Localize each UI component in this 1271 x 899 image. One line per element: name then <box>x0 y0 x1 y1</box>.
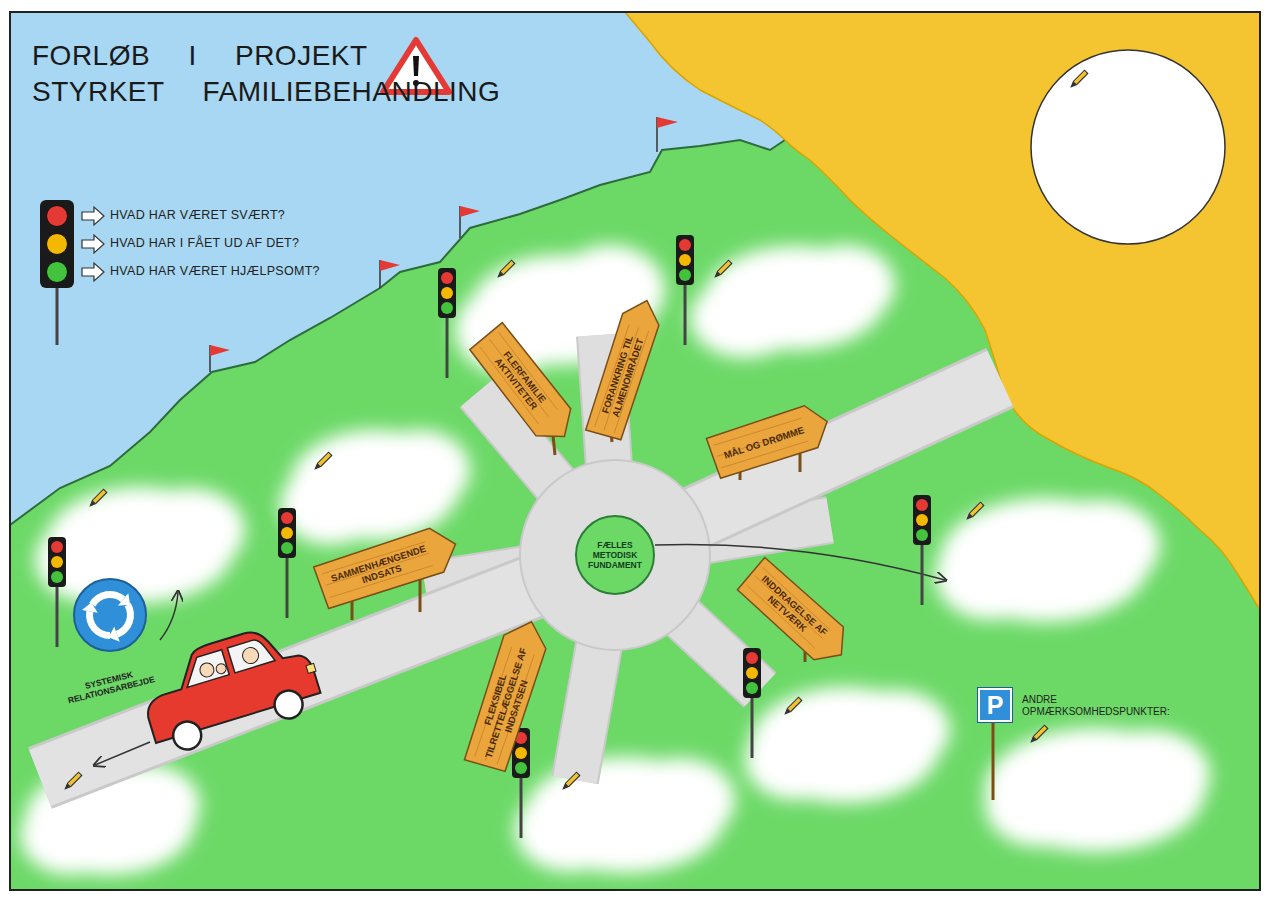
traffic-light <box>743 648 761 758</box>
pencil-icon <box>315 452 332 469</box>
legend-swatch <box>46 233 68 255</box>
pencil-icon <box>90 489 107 506</box>
cloud <box>795 245 895 325</box>
legend-arrow <box>82 235 104 253</box>
car <box>198 661 215 678</box>
car <box>306 663 316 673</box>
summit-flag <box>380 260 400 271</box>
background <box>10 12 1260 890</box>
cloud <box>135 488 245 572</box>
traffic-light <box>48 235 931 838</box>
cloud <box>515 788 625 872</box>
sign-board <box>706 401 834 480</box>
sign-post <box>799 452 802 472</box>
roundabout-center: FÆLLES METODISK FUNDAMENT <box>575 515 655 595</box>
car <box>271 687 306 722</box>
cloud <box>1040 500 1160 590</box>
cloud <box>985 763 1095 847</box>
direction-arrow <box>95 742 150 765</box>
traffic-light <box>676 235 694 345</box>
road <box>520 460 710 650</box>
note-text: ANDRE OPMÆRKSOMHEDSPUNKTER: <box>1022 694 1192 718</box>
cloud <box>745 720 845 800</box>
pencil-icon <box>498 260 515 277</box>
roundabout-symbol <box>72 577 148 653</box>
cloud <box>20 245 1210 875</box>
sky <box>10 12 785 525</box>
traffic-light <box>48 537 66 647</box>
pencil-icon <box>1031 725 1048 742</box>
roundabout-arrow <box>82 603 98 613</box>
roundabout-arrow <box>116 603 134 638</box>
roundabout-symbol <box>72 577 148 653</box>
summit-flag <box>210 345 230 356</box>
legend-text: HVAD HAR I FÅET UD AF DET? <box>110 236 390 250</box>
sign-board <box>464 615 553 773</box>
legend-swatch <box>46 261 68 283</box>
sign-post <box>992 722 995 800</box>
cloud <box>1090 730 1210 820</box>
legend-traffic-light <box>40 200 74 345</box>
traffic-light <box>278 508 296 618</box>
mountain-ridge <box>10 140 785 525</box>
sign-board <box>468 322 581 450</box>
warning-sign <box>413 56 419 76</box>
legend-text: HVAD HAR VÆRET HJÆLPSOMT? <box>110 264 390 278</box>
car <box>215 662 227 674</box>
cloud <box>625 758 735 842</box>
legend-arrow <box>82 263 104 281</box>
frame <box>10 12 1260 890</box>
legend-swatch <box>46 205 68 227</box>
pencil-icon <box>65 772 82 789</box>
title: FORLØB I PROJEKT STYRKET FAMILIEBEHANDLI… <box>32 38 508 110</box>
pencil-icon <box>967 502 984 519</box>
roundabout-arrow <box>118 593 130 605</box>
parking-letter: P <box>978 688 1012 722</box>
traffic-light <box>438 268 456 378</box>
car <box>133 617 321 743</box>
direction-arrow <box>655 544 945 580</box>
car <box>170 718 205 753</box>
cloud <box>935 530 1045 620</box>
pencil-icon <box>563 772 580 789</box>
pencil-icon <box>785 697 802 714</box>
car <box>180 650 230 688</box>
hub-label: FÆLLES METODISK FUNDAMENT <box>584 540 646 570</box>
car <box>227 636 275 673</box>
car <box>133 617 327 759</box>
legend-traffic-light <box>56 285 59 345</box>
road <box>40 378 1000 778</box>
road <box>40 378 1000 778</box>
sign-board <box>736 557 856 671</box>
pencil-icon <box>715 260 732 277</box>
legend-text: HVAD HAR VÆRET SVÆRT? <box>110 208 390 222</box>
legend-traffic-light <box>40 200 74 288</box>
traffic-light <box>913 495 931 605</box>
cloud <box>690 278 800 358</box>
roundabout-sign: SYSTEMISK RELATIONSARBEJDE <box>50 577 170 695</box>
car <box>241 646 261 666</box>
summit-flag <box>657 117 678 128</box>
parking-sign: P ANDRE OPMÆRKSOMHEDSPUNKTER: <box>978 688 1208 722</box>
pencil-icon <box>65 70 1088 789</box>
roundabout-symbol <box>74 579 146 651</box>
roundabout-arrow <box>109 627 120 642</box>
cloud <box>840 690 950 770</box>
summit-flag <box>460 206 480 217</box>
sign-board <box>313 522 462 610</box>
sun-disc <box>1031 50 1225 244</box>
sign-post <box>352 420 993 800</box>
pencil-icon <box>1071 70 1088 87</box>
legend-arrow <box>82 207 104 225</box>
legend-arrow <box>82 207 104 281</box>
sign-board <box>585 295 665 442</box>
roundabout-arrow <box>86 611 110 639</box>
cloud <box>370 430 470 510</box>
direction-arrow <box>160 592 178 640</box>
